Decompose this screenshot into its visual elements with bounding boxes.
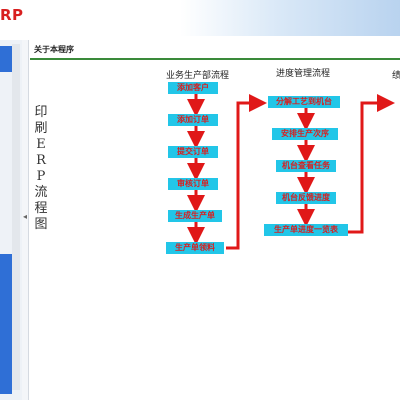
flow-step[interactable]: 安排生产次序 <box>272 128 338 140</box>
flow-step[interactable]: 机台反馈进度 <box>276 192 336 204</box>
flow-step[interactable]: 生成生产单 <box>168 210 222 222</box>
pane-splitter[interactable] <box>22 40 29 400</box>
column-heading-progress: 进度管理流程 <box>276 69 331 79</box>
collapse-arrow-icon[interactable]: ◂ <box>23 212 28 221</box>
flow-step[interactable]: 添加订单 <box>168 114 218 126</box>
flow-step[interactable]: 生产单领料 <box>166 242 224 254</box>
flow-step[interactable]: 审核订单 <box>168 178 218 190</box>
section-divider <box>30 58 400 60</box>
column-heading-business: 业务生产部流程 <box>166 71 230 81</box>
section-title: 关于本程序 <box>34 45 74 54</box>
flow-step[interactable]: 分解工艺到机台 <box>268 96 340 108</box>
app-title: RP <box>0 6 24 24</box>
arrow-connector <box>226 94 267 250</box>
flow-step[interactable]: 添加客户 <box>168 82 218 94</box>
sidebar-scrollbar[interactable] <box>12 44 20 390</box>
flow-step[interactable]: 生产单进度一览表 <box>264 224 348 236</box>
vertical-page-title: 印刷ERP流程图 <box>34 105 48 232</box>
flow-step[interactable]: 提交订单 <box>168 146 218 158</box>
flow-step[interactable]: 机台查看任务 <box>276 160 336 172</box>
column-heading-third: 绩 <box>392 71 400 81</box>
arrow-connector <box>346 94 395 234</box>
top-banner: RP <box>0 0 400 36</box>
sidebar-selected-item[interactable] <box>0 46 12 72</box>
sidebar-panel-block[interactable] <box>0 254 12 394</box>
